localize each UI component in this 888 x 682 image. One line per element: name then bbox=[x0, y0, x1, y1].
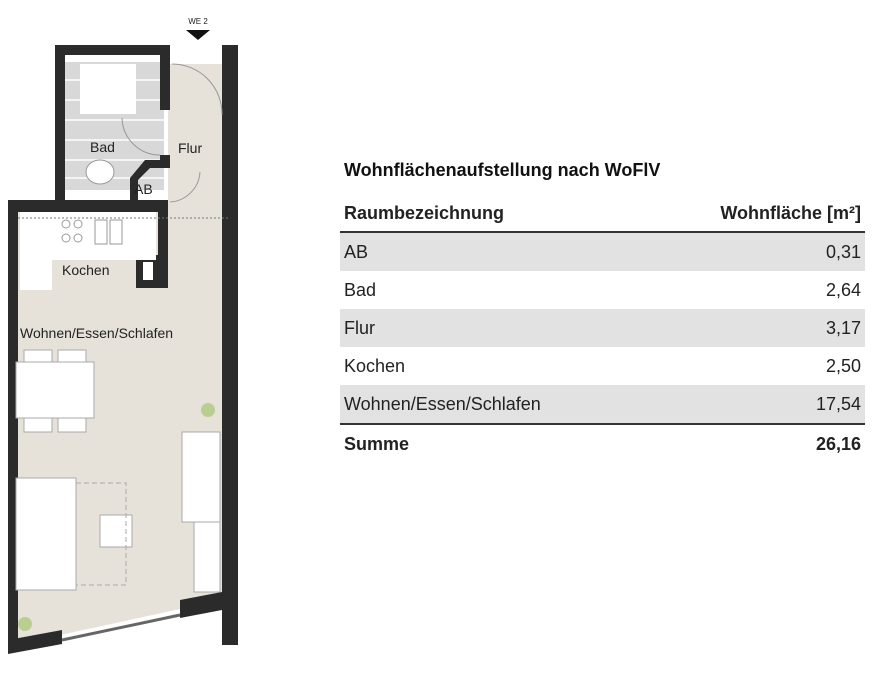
room-label-wohnen: Wohnen/Essen/Schlafen bbox=[20, 325, 173, 341]
room-label-ab: AB bbox=[134, 181, 153, 197]
table-title: Wohnflächenaufstellung nach WoFlV bbox=[344, 160, 661, 180]
toilet-icon bbox=[85, 159, 115, 185]
dining-table bbox=[15, 361, 95, 419]
room-name: Kochen bbox=[344, 355, 406, 376]
room-label-bad: Bad bbox=[90, 139, 115, 155]
room-name: Bad bbox=[344, 279, 377, 300]
table-row: Wohnen/Essen/Schlafen 17,54 bbox=[340, 385, 865, 423]
wardrobe bbox=[181, 431, 221, 523]
table-row: Flur 3,17 bbox=[340, 309, 865, 347]
room-label-flur: Flur bbox=[178, 140, 202, 156]
flur-floor bbox=[168, 64, 224, 210]
table-row: AB 0,31 bbox=[340, 233, 865, 271]
room-name: AB bbox=[344, 241, 369, 262]
shower bbox=[80, 64, 136, 114]
area-table: Wohnflächenaufstellung nach WoFlV Raumbe… bbox=[340, 160, 865, 463]
room-area: 3,17 bbox=[825, 317, 861, 338]
room-area: 2,64 bbox=[825, 279, 861, 300]
table-row: Bad 2,64 bbox=[340, 271, 865, 309]
total-area: 26,16 bbox=[815, 433, 861, 454]
room-name: Wohnen/Essen/Schlafen bbox=[344, 393, 541, 414]
table-header: Raumbezeichnung Wohnfläche [m²] bbox=[340, 195, 865, 233]
room-label-kochen: Kochen bbox=[62, 262, 109, 278]
sofa bbox=[15, 477, 77, 591]
unit-label: WE 2 bbox=[188, 17, 208, 26]
floor-plan: WE 2 Bad Flur AB Kochen Wohnen/Essen/Sch… bbox=[8, 17, 238, 654]
room-name: Flur bbox=[344, 317, 375, 338]
header-room: Raumbezeichnung bbox=[344, 202, 505, 223]
plant-icon bbox=[201, 403, 215, 417]
total-row: Summe 26,16 bbox=[340, 423, 865, 463]
table-row: Kochen 2,50 bbox=[340, 347, 865, 385]
room-area: 0,31 bbox=[825, 241, 861, 262]
header-area: Wohnfläche [m²] bbox=[720, 202, 861, 223]
total-label: Summe bbox=[344, 433, 410, 454]
room-area: 17,54 bbox=[815, 393, 861, 414]
entrance-arrow-icon bbox=[186, 30, 210, 40]
plant-icon bbox=[18, 617, 32, 631]
room-area: 2,50 bbox=[825, 355, 861, 376]
